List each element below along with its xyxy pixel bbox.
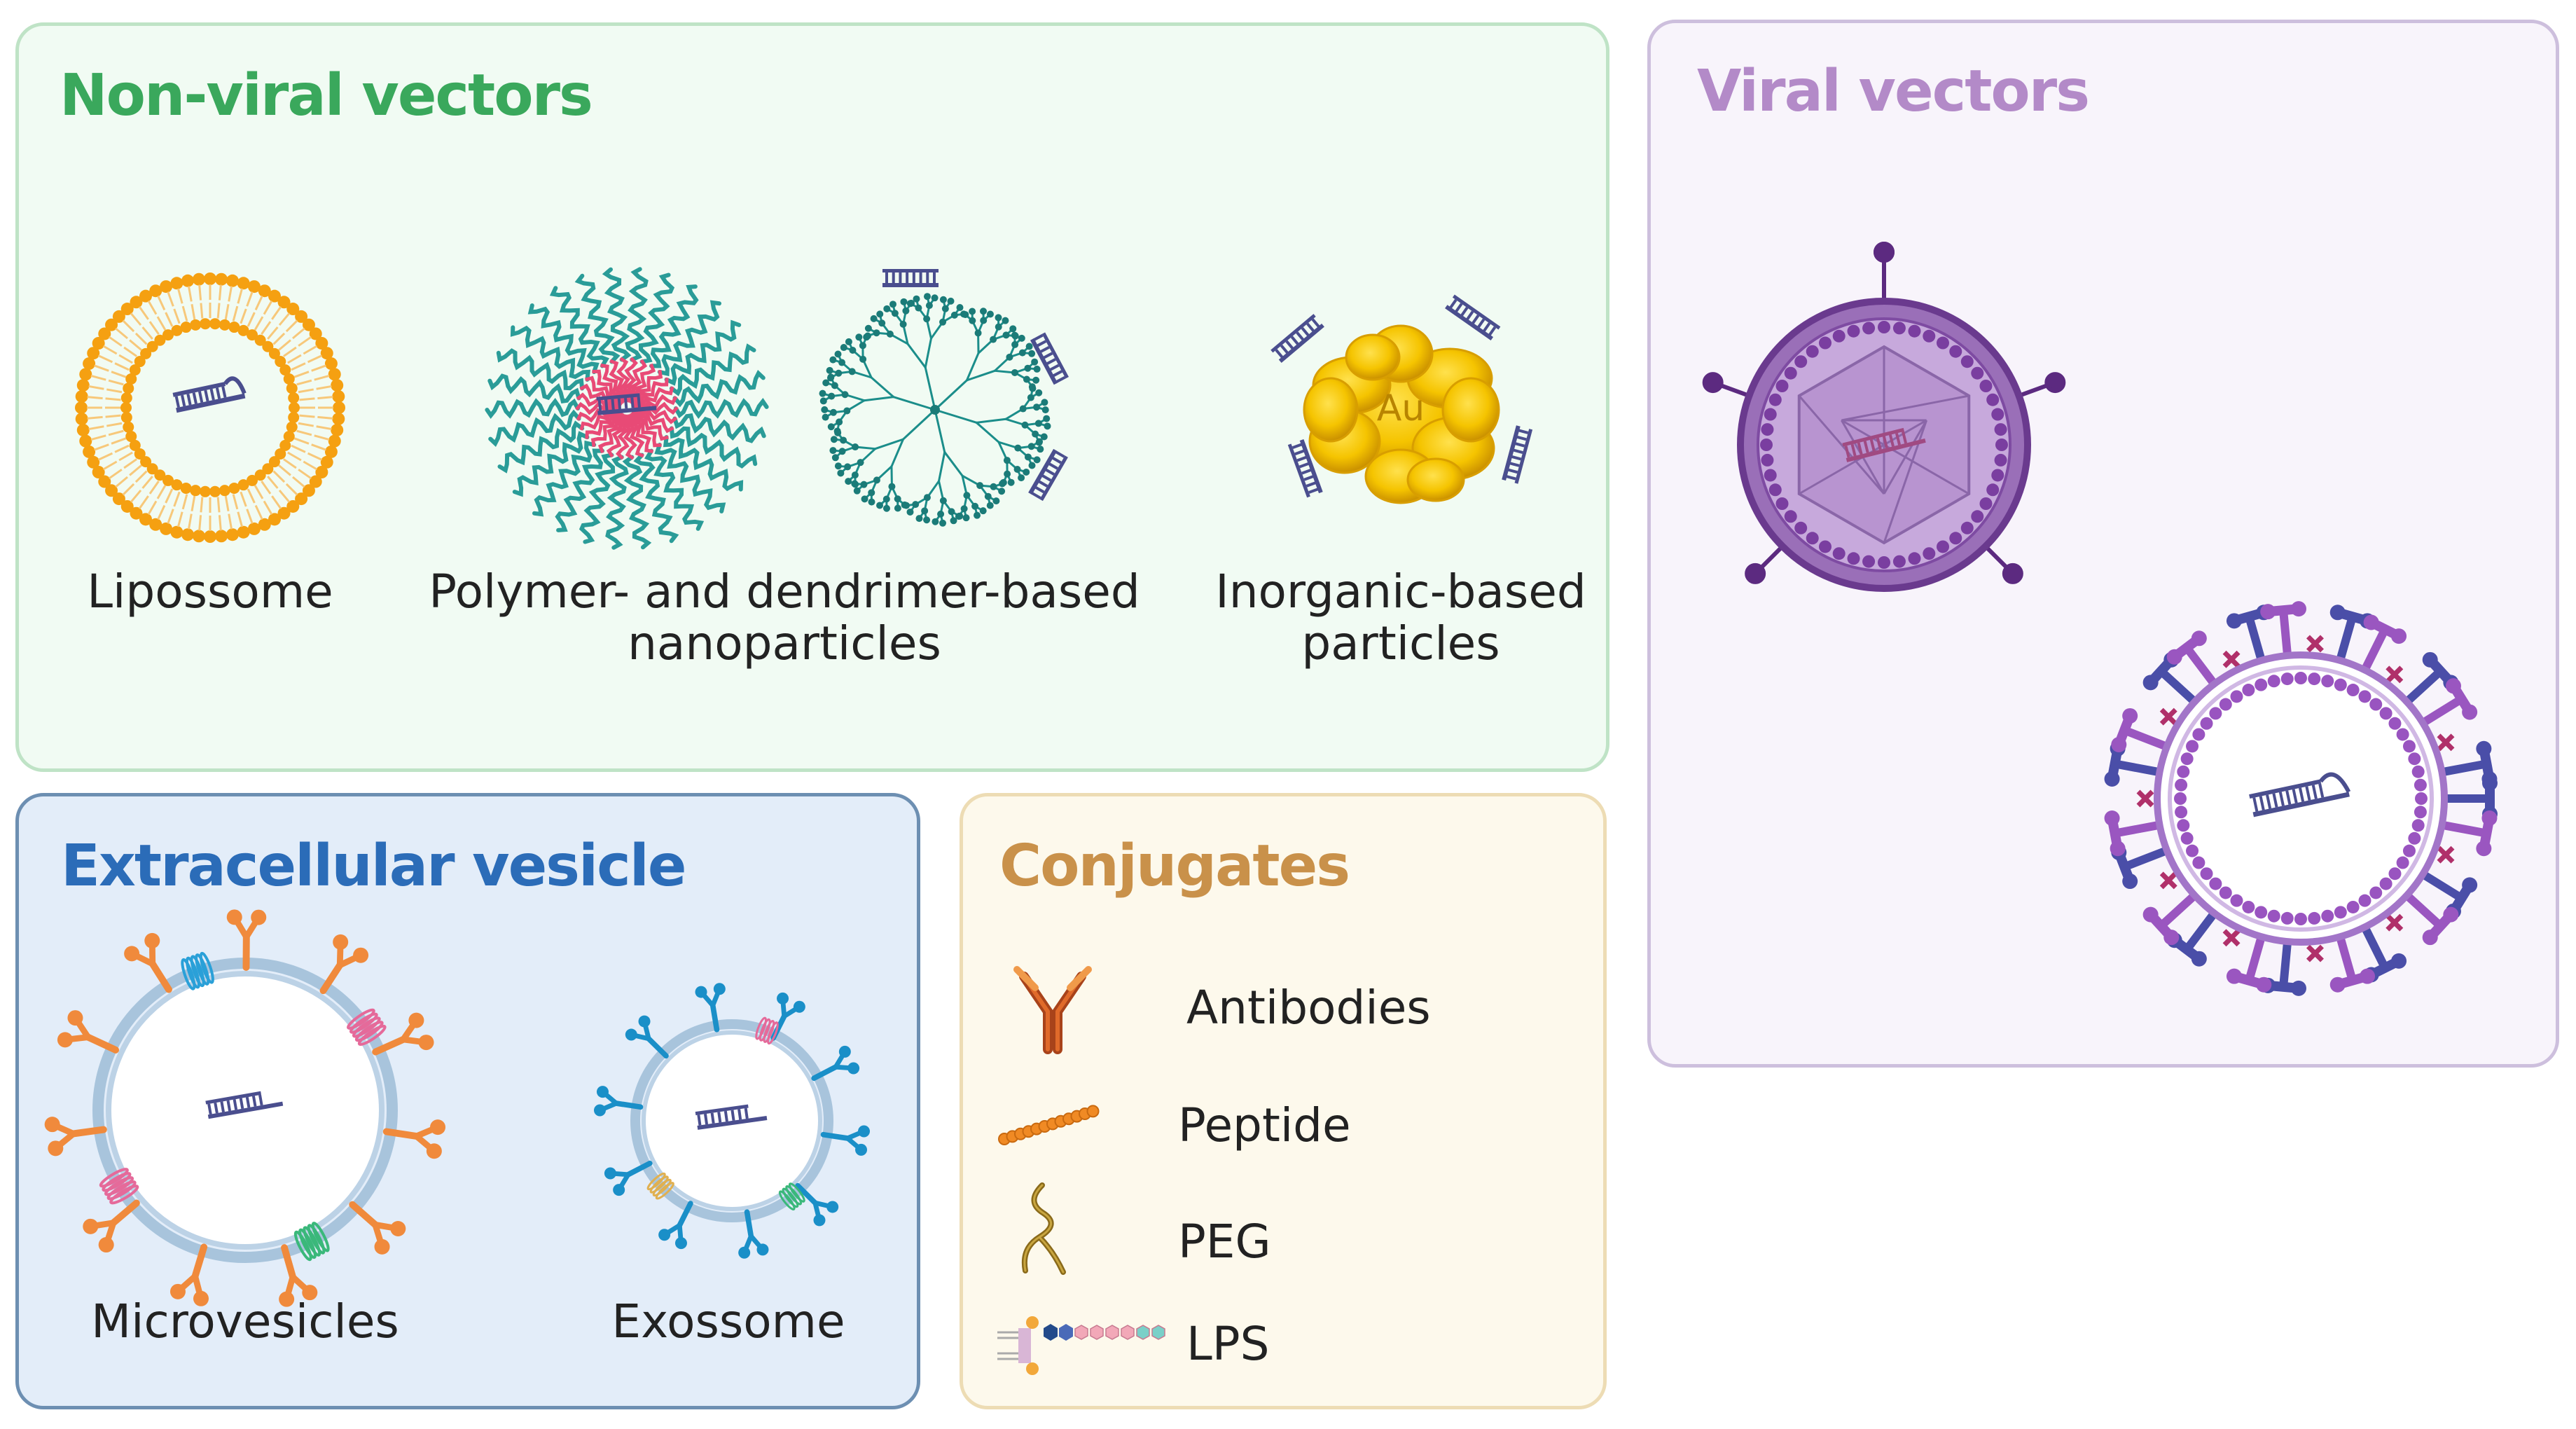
conjugate-label-peptide: Peptide [1178,1098,1351,1152]
conjugate-label-antibodies: Antibodies [1186,981,1431,1035]
exosome-icon [593,983,871,1259]
inorganic-label: Inorganic-based particles [1205,566,1597,670]
liposome-icon [75,272,345,543]
polymer-dendrimer-label: Polymer- and dendrimer-based nanoparticl… [427,566,1142,670]
dendrimer-icon [819,269,1069,527]
adenovirus-icon [1702,242,2066,592]
antibody-icon [1013,966,1092,1054]
gold-symbol: Au [1377,387,1425,429]
inorganic-label-line1: Inorganic-based [1215,565,1586,619]
conjugate-label-peg: PEG [1178,1215,1271,1269]
ev-title: Extracellular vesicle [61,833,686,899]
rna-icon [172,376,247,413]
gold-nanoparticle-icon: Au [1270,294,1533,504]
conjugate-label-lps: LPS [1186,1317,1270,1371]
conjugates-title: Conjugates [999,833,1350,899]
microvesicles-label: Microvesicles [91,1295,399,1348]
peptide-icon [998,1105,1100,1145]
lps-icon [997,1316,1165,1375]
conjugates-panel: Conjugates [960,793,1607,1409]
polymer-label-line1: Polymer- and dendrimer-based [429,565,1140,619]
polymer-label-line2: nanoparticles [628,616,941,670]
viral-title: Viral vectors [1697,58,2090,125]
microvesicle-icon [44,909,446,1307]
polymer-nanoparticle-icon [485,267,769,550]
peg-icon [1022,1182,1066,1275]
nonviral-title: Non-viral vectors [60,62,593,129]
lentivirus-icon [2104,601,2498,996]
exosome-label: Exossome [611,1295,845,1348]
inorganic-label-line2: particles [1301,616,1500,670]
liposome-label: Lipossome [87,565,333,619]
